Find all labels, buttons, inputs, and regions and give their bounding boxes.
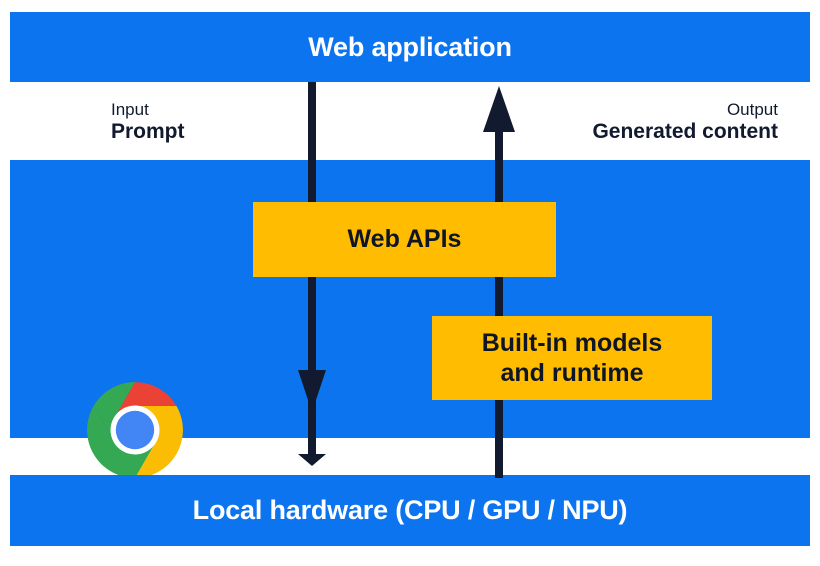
annotation-input: Input Prompt: [111, 100, 185, 145]
annotation-input-value: Prompt: [111, 120, 185, 144]
box-builtin-models: Built-in models and runtime: [432, 316, 712, 400]
annotation-output-kicker: Output: [726, 100, 778, 119]
annotation-output: Output Generated content: [592, 100, 778, 145]
band-web-application: Web application: [10, 12, 810, 82]
annotation-input-kicker: Input: [111, 100, 149, 119]
box-builtin-models-label: Built-in models and runtime: [481, 328, 663, 388]
annotation-output-value: Generated content: [592, 120, 778, 144]
band-web-application-label: Web application: [308, 31, 512, 62]
band-local-hardware-label: Local hardware (CPU / GPU / NPU): [192, 495, 628, 525]
box-web-apis: Web APIs: [253, 202, 556, 277]
arrow-up-output-icon: [483, 86, 515, 478]
chrome-logo-icon: [87, 382, 183, 478]
band-local-hardware: Local hardware (CPU / GPU / NPU): [10, 475, 810, 546]
box-web-apis-label: Web APIs: [347, 225, 462, 253]
